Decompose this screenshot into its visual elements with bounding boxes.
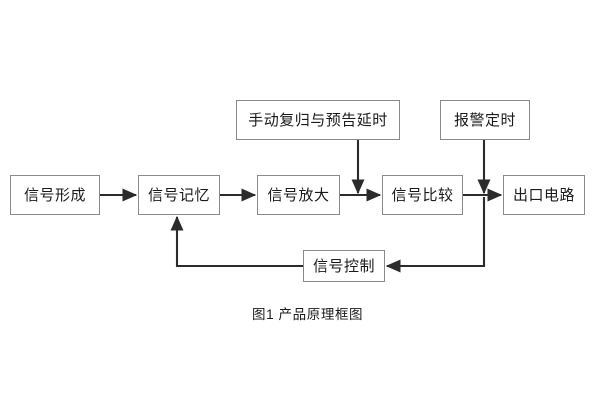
node-output-circuit[interactable]: 出口电路 (503, 175, 585, 215)
node-signal-control[interactable]: 信号控制 (303, 250, 385, 282)
node-label: 信号记忆 (147, 186, 210, 204)
node-label: 信号形成 (23, 186, 86, 204)
node-label: 出口电路 (512, 186, 575, 204)
node-alarm-timer[interactable]: 报警定时 (440, 100, 530, 140)
node-label: 信号比较 (391, 186, 454, 204)
node-label: 手动复归与预告延时 (248, 111, 388, 129)
node-label: 信号控制 (312, 257, 375, 275)
wire-control-feedback-to-memory (170, 215, 303, 268)
node-signal-amplify[interactable]: 信号放大 (257, 175, 340, 215)
node-signal-compare[interactable]: 信号比较 (382, 175, 463, 215)
figure-caption: 图1 产品原理框图 (252, 307, 364, 322)
node-manual-reset-and-prealarm-delay[interactable]: 手动复归与预告延时 (236, 100, 400, 140)
node-signal-forming[interactable]: 信号形成 (10, 175, 100, 215)
node-label: 报警定时 (453, 111, 516, 129)
node-label: 信号放大 (267, 186, 330, 204)
node-signal-memory[interactable]: 信号记忆 (138, 175, 220, 215)
